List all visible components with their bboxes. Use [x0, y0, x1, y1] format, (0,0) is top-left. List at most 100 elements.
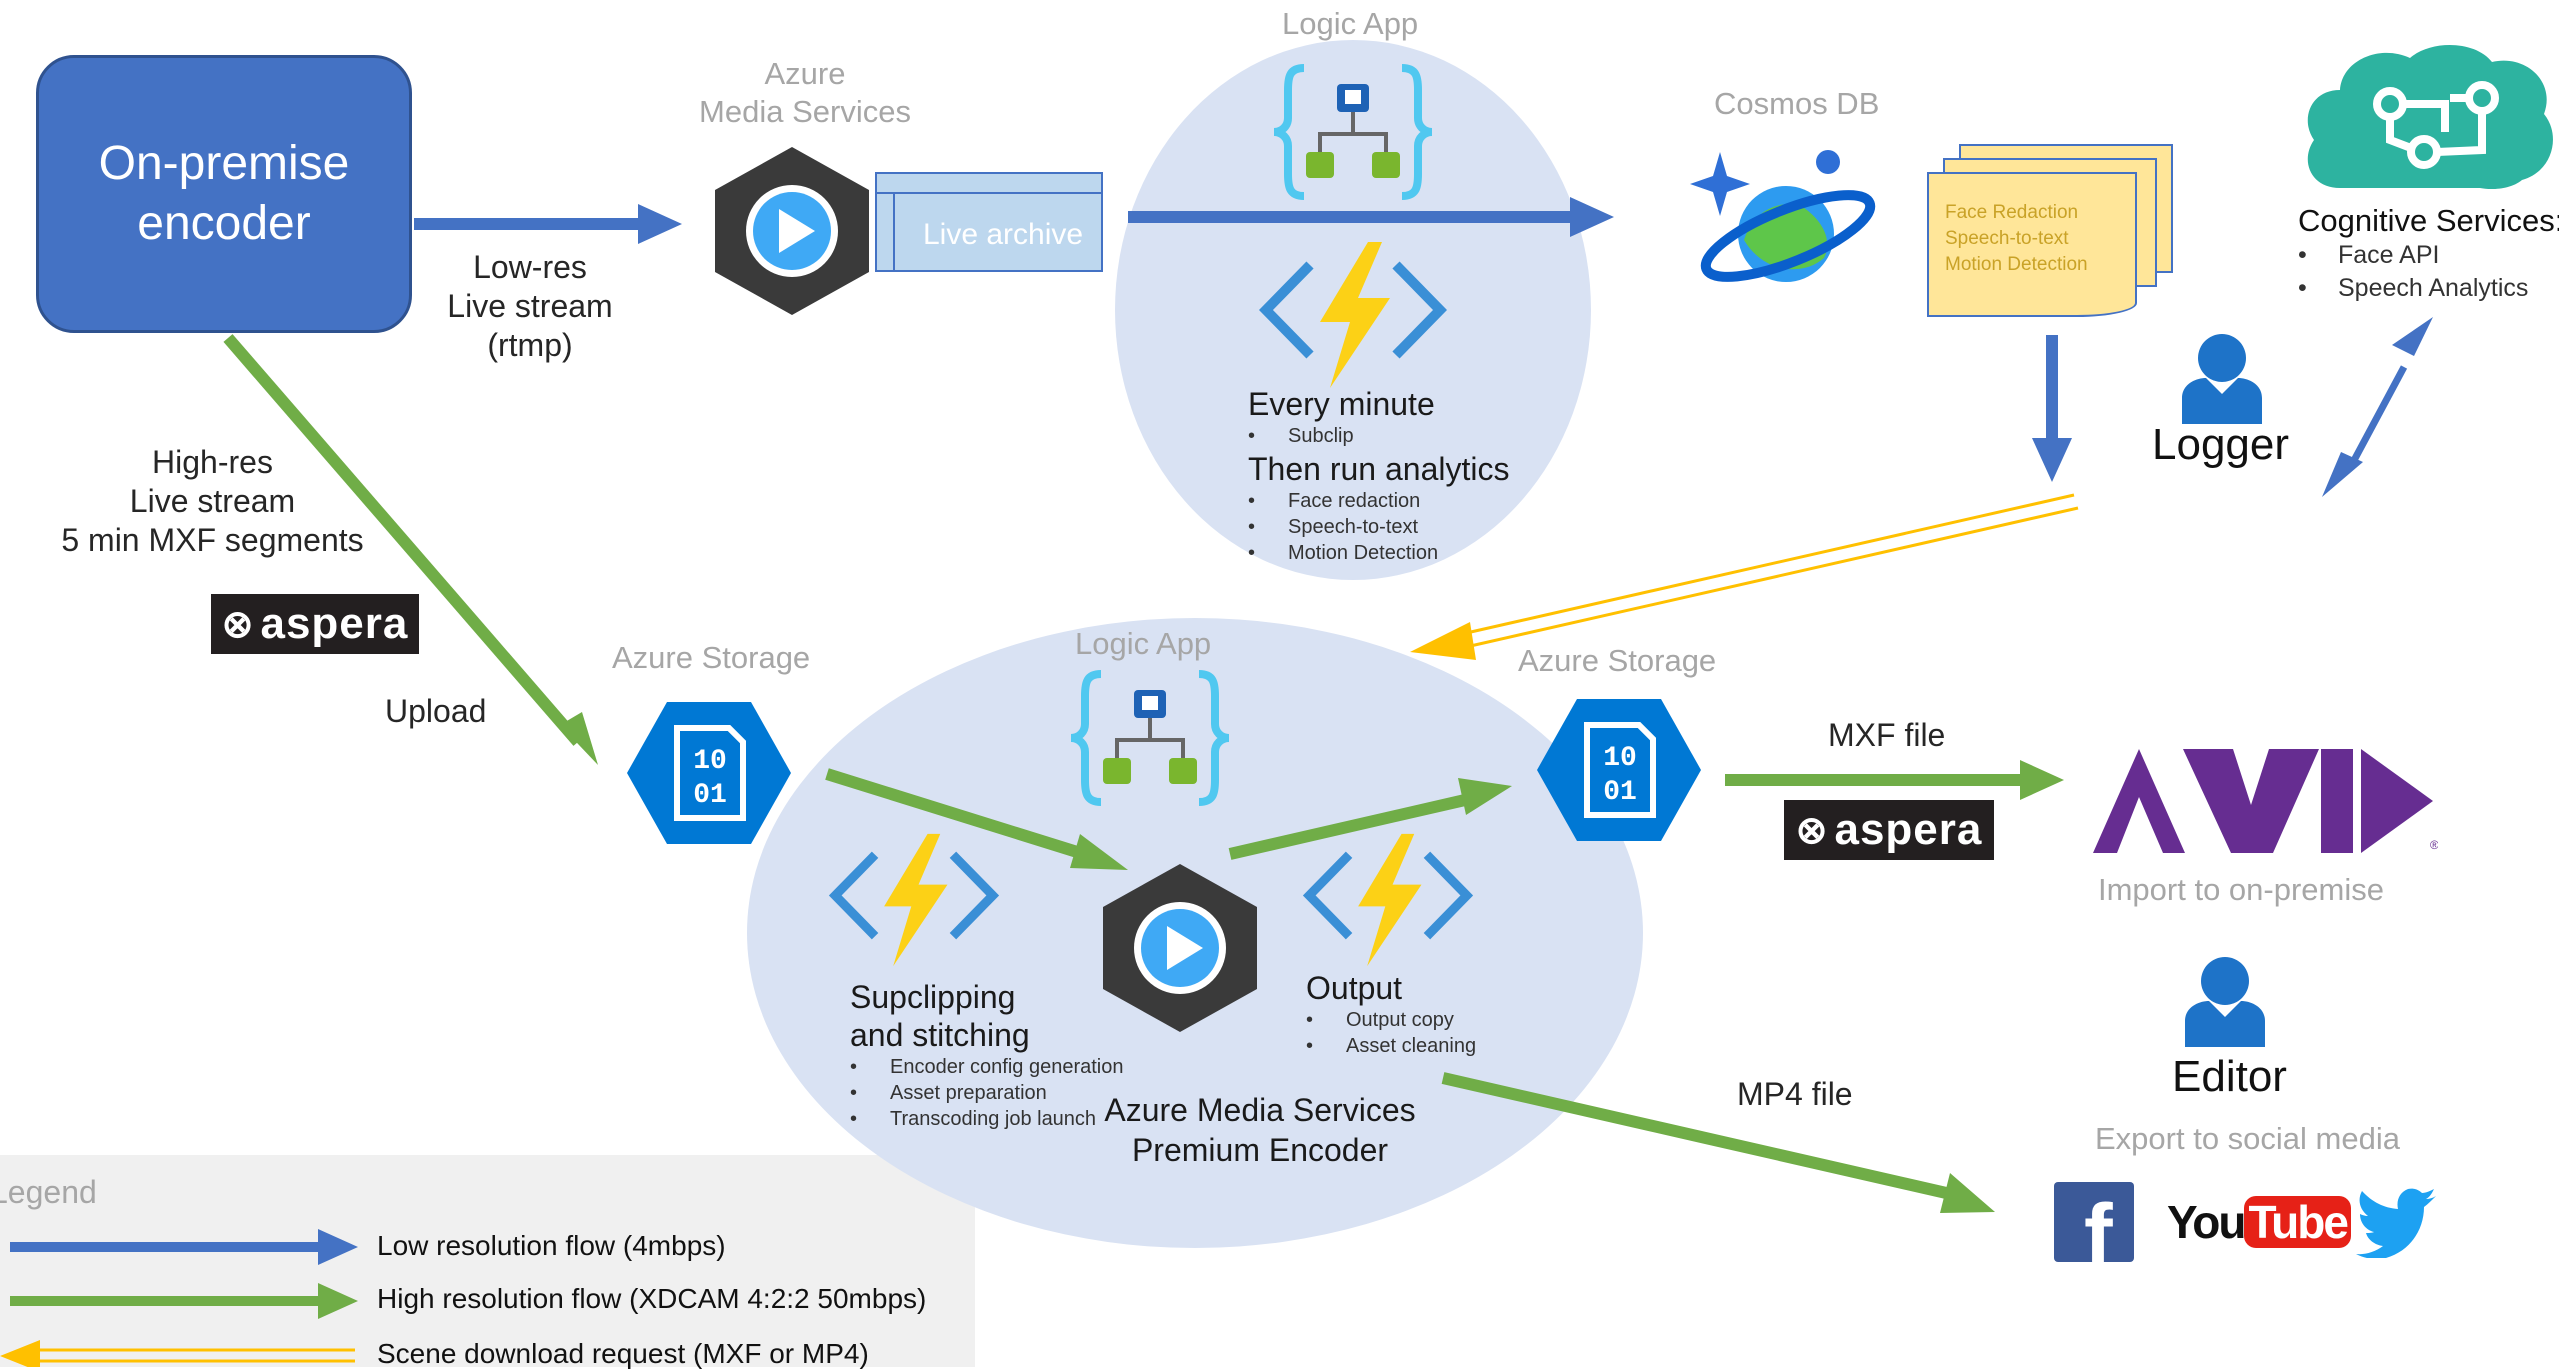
cognitive-title: Cognitive Services:	[2298, 203, 2559, 238]
output-item-0: Output copy	[1306, 1007, 1476, 1033]
aspera-text-right: aspera	[1834, 805, 1983, 854]
low-res-arrow-ams-to-cosmos-head	[1570, 197, 1614, 237]
cognitive-double-arrow-head-up	[2392, 317, 2433, 356]
youtube-icon: YouTube	[2167, 1195, 2351, 1249]
high-res-line1: High-res	[152, 444, 273, 480]
aspera-logo-left: ⊗aspera	[211, 594, 419, 654]
ams-premium-line2: Premium Encoder	[1131, 1132, 1389, 1168]
logic-app-icon-bottom	[1070, 670, 1230, 806]
legend-blue-arrow-head	[318, 1229, 358, 1265]
cognitive-services-icon	[2307, 44, 2553, 190]
cognitive-item-0: Face API	[2298, 239, 2559, 272]
live-archive-divider	[893, 194, 895, 270]
subclip-item-0: Encoder config generation	[850, 1054, 1124, 1080]
legend-green-arrow-head	[318, 1283, 358, 1319]
doc-item-2: Motion Detection	[1945, 254, 2088, 275]
cognitive-services-text: Cognitive Services: Face API Speech Anal…	[2298, 203, 2559, 305]
storage-right-bits-top: 10	[1603, 743, 1637, 774]
high-res-arrow-encoder-to-storage-head	[560, 712, 598, 765]
low-res-arrow-encoder-to-ams-head	[638, 204, 682, 244]
storage-icon-right: 10 01	[1537, 699, 1701, 841]
low-res-line3: (rtmp)	[487, 327, 573, 363]
output-list: Output copy Asset cleaning	[1306, 1007, 1476, 1059]
low-res-label: Low-res Live stream (rtmp)	[430, 248, 630, 365]
output-item-1: Asset cleaning	[1306, 1033, 1476, 1059]
encoder-line1: On-premise	[98, 137, 350, 190]
output-content: Output Output copy Asset cleaning	[1306, 970, 1476, 1059]
live-archive-label: Live archive	[923, 218, 1084, 251]
ams-premium-label: Azure Media Services Premium Encoder	[1080, 1090, 1440, 1170]
facebook-icon: f	[2054, 1182, 2134, 1262]
high-res-arrow-encoder-to-storage-right-head	[1458, 778, 1512, 815]
ams-top-title: Azure Media Services	[690, 55, 920, 131]
high-res-line2: Live stream	[129, 483, 296, 519]
storage-icon-left: 10 01	[627, 702, 791, 844]
storage-left-bits-bottom: 01	[693, 780, 727, 811]
ams-top-line1: Azure	[764, 56, 846, 91]
logic-app-icon-top	[1273, 64, 1433, 200]
editor-person-icon	[2185, 957, 2265, 1047]
high-res-arrow-encoder-to-storage-right	[1228, 794, 1467, 860]
avid-registered: ®	[2430, 838, 2438, 852]
editor-caption: Export to social media	[2095, 1121, 2400, 1156]
scene-request-arrow-head	[1410, 622, 1476, 660]
low-res-line1: Low-res	[473, 249, 587, 285]
storage-left-bits-top: 10	[693, 746, 727, 777]
legend-title: Legend	[0, 1174, 97, 1210]
mxf-file-label: MXF file	[1828, 717, 1946, 753]
doc-item-0: Face Redaction	[1945, 202, 2079, 223]
analytics-item-0: Face redaction	[1248, 488, 1509, 514]
high-res-arrow-storage-to-encoder	[825, 768, 1092, 862]
storage-right-bits-bottom: 01	[1603, 777, 1637, 808]
live-archive-inner: Live archive	[877, 192, 1101, 270]
legend-arrows	[0, 1229, 358, 1367]
doc-front: Face Redaction Speech-to-text Motion Det…	[1927, 172, 2137, 317]
cognitive-list: Face API Speech Analytics	[2298, 239, 2559, 305]
low-res-line2: Live stream	[447, 288, 613, 324]
then-run-heading: Then run analytics	[1248, 451, 1510, 487]
logger-person-icon	[2182, 334, 2262, 424]
high-res-line3: 5 min MXF segments	[61, 522, 364, 558]
function-icon-top	[1259, 242, 1447, 388]
every-minute-heading: Every minute	[1248, 386, 1435, 422]
aspera-text-left: aspera	[260, 599, 409, 648]
mp4-file-label: MP4 file	[1737, 1076, 1853, 1112]
high-res-arrow-encoder-to-storage	[223, 334, 583, 746]
analytics-item-2: Motion Detection	[1248, 540, 1509, 566]
upload-label: Upload	[385, 693, 487, 729]
youtube-you: You	[2167, 1196, 2246, 1248]
analytics-docs: Face Redaction Speech-to-text Motion Det…	[1927, 144, 2177, 319]
analytics-item-1: Speech-to-text	[1248, 514, 1509, 540]
legend-item-scene-request: Scene download request (MXF or MP4)	[377, 1338, 869, 1369]
function-icon-subclip	[828, 833, 1000, 967]
aspera-icon: ⊗	[1795, 809, 1829, 852]
live-archive-box: Live archive	[875, 172, 1103, 272]
legend-item-high-res: High resolution flow (XDCAM 4:2:2 50mbps…	[377, 1283, 927, 1314]
logger-label: Logger	[2152, 420, 2290, 469]
logic-app-top-title: Logic App	[1282, 6, 1419, 41]
every-item-0: Subclip	[1248, 423, 1509, 449]
high-res-arrow-storage-to-encoder-head	[1070, 834, 1128, 870]
cosmos-title: Cosmos DB	[1714, 86, 1880, 121]
on-premise-encoder: On-premise encoder	[36, 55, 412, 333]
scene-request-arrow-line-b	[1465, 506, 2079, 649]
youtube-tube: Tube	[2244, 1196, 2351, 1248]
high-res-label: High-res Live stream 5 min MXF segments	[50, 443, 375, 560]
subclip-list: Encoder config generation Asset preparat…	[850, 1054, 1124, 1132]
aspera-logo-right: ⊗aspera	[1784, 800, 1994, 860]
subclip-item-1: Asset preparation	[850, 1080, 1124, 1106]
storage-right-title: Azure Storage	[1518, 643, 1717, 678]
function-icon-output	[1302, 833, 1474, 967]
output-title: Output	[1306, 970, 1403, 1006]
legend-yellow-arrow-head	[0, 1340, 40, 1367]
logic-app-top-content: Every minute Subclip Then run analytics …	[1248, 386, 1509, 566]
legend-item-low-res: Low resolution flow (4mbps)	[377, 1230, 726, 1261]
high-res-arrow-mxf-head	[2020, 760, 2064, 800]
storage-left-title: Azure Storage	[612, 640, 811, 675]
logic-app-bottom-title: Logic App	[1075, 626, 1212, 661]
subclip-title1: Supclipping	[850, 979, 1016, 1015]
low-res-arrow-cosmos-down-head	[2032, 438, 2072, 482]
editor-label: Editor	[2172, 1052, 2287, 1101]
ams-premium-line1: Azure Media Services	[1104, 1092, 1416, 1128]
cognitive-double-arrow	[2347, 365, 2408, 468]
